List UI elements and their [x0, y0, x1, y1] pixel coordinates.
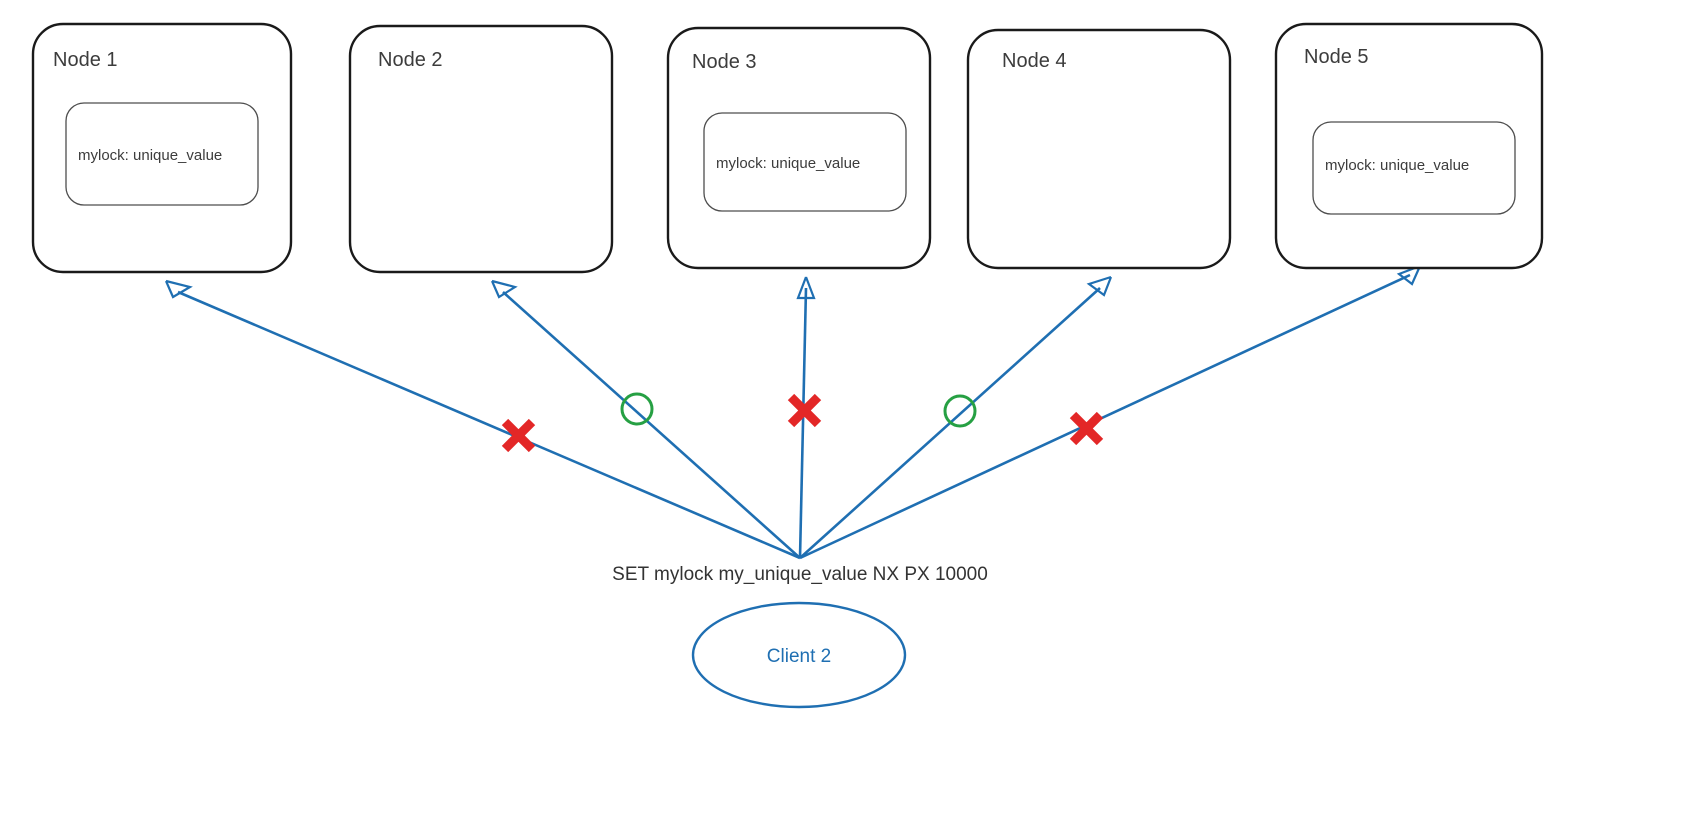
arrowhead-node-2-icon	[490, 279, 518, 299]
markers-group	[501, 392, 1104, 453]
node-2[interactable]: Node 2	[348, 24, 614, 274]
edge-client-to-node-3[interactable]	[798, 287, 808, 559]
marker-ok-node-2-icon	[620, 392, 654, 426]
node-2-box[interactable]	[348, 24, 614, 274]
node-3[interactable]: Node 3 mylock: unique_value	[666, 26, 932, 270]
edge-client-to-node-5[interactable]	[799, 273, 1411, 560]
node-1-lock-box	[65, 102, 259, 206]
node-2-title: Node 2	[378, 49, 443, 71]
arrowhead-node-1-icon	[164, 279, 193, 299]
node-4[interactable]: Node 4	[966, 28, 1232, 270]
node-4-title: Node 4	[1002, 50, 1067, 72]
node-5-title: Node 5	[1304, 46, 1369, 68]
client-ellipse[interactable]	[691, 601, 907, 709]
node-3-title: Node 3	[692, 51, 757, 73]
marker-ok-node-4-icon	[943, 394, 977, 428]
arrowhead-node-4-icon	[1086, 275, 1113, 297]
client-node[interactable]: Client 2	[691, 601, 907, 709]
edge-client-to-node-2[interactable]	[502, 291, 801, 559]
arrowhead-node-3-icon	[796, 276, 816, 300]
command-label: SET mylock my_unique_value NX PX 10000	[612, 564, 988, 585]
node-3-lock-box	[703, 112, 907, 212]
node-3-lock-label: mylock: unique_value	[716, 155, 860, 172]
node-5-lock-box	[1312, 121, 1516, 215]
node-1-lock-label: mylock: unique_value	[78, 147, 222, 164]
arrowhead-node-5-icon	[1396, 264, 1422, 286]
edge-client-to-node-1[interactable]	[177, 290, 801, 560]
edges-group	[177, 273, 1411, 560]
arrowheads-group	[164, 264, 1422, 300]
node-1-title: Node 1	[53, 49, 118, 71]
node-1[interactable]: Node 1 mylock: unique_value	[31, 22, 293, 274]
node-5-lock-label: mylock: unique_value	[1325, 157, 1469, 174]
node-4-box[interactable]	[966, 28, 1232, 270]
marker-fail-node-5-icon	[1069, 411, 1104, 446]
node-5[interactable]: Node 5 mylock: unique_value	[1274, 22, 1544, 270]
marker-fail-node-3-icon	[787, 393, 822, 428]
client-label: Client 2	[767, 646, 831, 667]
marker-fail-node-1-icon	[501, 418, 536, 453]
